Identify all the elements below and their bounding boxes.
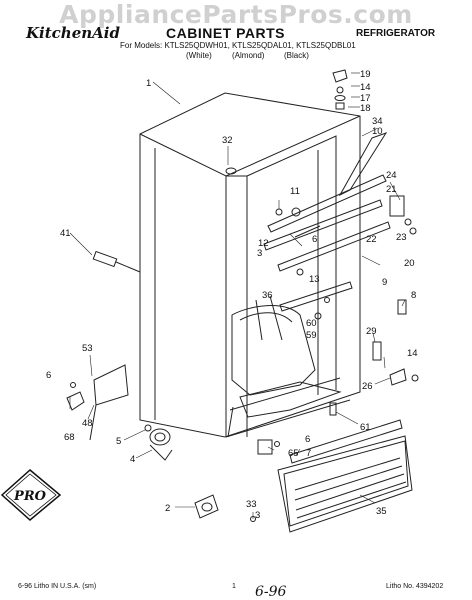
callout-29: 29 (366, 326, 377, 337)
base-grille (277, 419, 413, 533)
callout-5: 5 (116, 436, 121, 447)
callout-34: 34 (372, 116, 383, 127)
color-almond: (Almond) (232, 51, 265, 60)
callout-19: 19 (360, 69, 371, 80)
callout-2: 2 (165, 503, 170, 514)
callout-3: 3 (257, 248, 262, 259)
callout-4: 4 (130, 454, 135, 465)
footer-litho-number: Litho No. 4394202 (386, 583, 444, 590)
brand-logo: KitchenAid (26, 24, 120, 42)
callout-26: 26 (362, 381, 373, 392)
callout-33: 33 (246, 499, 257, 510)
callout-6-bottom: 6 (305, 434, 310, 445)
callout-53: 53 (82, 343, 93, 354)
callout-9: 9 (382, 277, 387, 288)
page-subtitle: REFRIGERATOR (356, 28, 436, 39)
callout-17: 17 (360, 93, 371, 104)
callout-32: 32 (222, 135, 233, 146)
callout-14: 14 (360, 82, 371, 93)
callout-labels: 1 19 14 17 18 34 10 32 11 24 21 22 12 6 … (46, 69, 418, 521)
cabinet-shell (139, 92, 361, 438)
pro-logo-text: PRO (13, 489, 47, 504)
callout-leaders (69, 72, 406, 519)
shelf-rails (263, 132, 391, 312)
callout-36: 36 (262, 290, 273, 301)
left-side-parts (66, 364, 129, 441)
footer-page-number: 1 (232, 583, 236, 590)
callout-20: 20 (404, 258, 415, 269)
pro-logo: PRO (0, 469, 62, 521)
callout-22: 22 (366, 234, 377, 245)
screws-and-fasteners (92, 207, 330, 522)
watermark: AppliancePartsPros.com (59, 0, 413, 29)
callout-3-bottom: 3 (255, 510, 260, 521)
callout-60: 60 (306, 318, 317, 329)
footer-litho: 6-96 Litho IN U.S.A. (sm) (18, 583, 97, 590)
page-title: CABINET PARTS (166, 25, 286, 41)
callout-10: 10 (372, 126, 383, 137)
callout-61: 61 (360, 422, 371, 433)
handwritten-note: 6-96 (255, 584, 287, 600)
callout-14-lower: 14 (407, 348, 418, 359)
color-white: (White) (186, 51, 212, 60)
callout-24: 24 (386, 170, 397, 181)
top-hinge-parts (225, 69, 348, 175)
models-line: For Models: KTLS25QDWH01, KTLS25QDAL01, … (120, 41, 356, 50)
callout-7: 7 (306, 448, 311, 459)
callout-48: 48 (82, 418, 93, 429)
callout-21: 21 (386, 184, 397, 195)
callout-35: 35 (376, 506, 387, 517)
callout-6-left: 6 (46, 370, 51, 381)
callout-6: 6 (312, 234, 317, 245)
callout-18: 18 (360, 103, 371, 114)
callout-12: 12 (258, 238, 269, 249)
color-black: (Black) (284, 51, 309, 60)
callout-59: 59 (306, 330, 317, 341)
callout-8: 8 (411, 290, 416, 301)
callout-13: 13 (309, 274, 320, 285)
caster-parts (149, 428, 219, 519)
callout-11: 11 (290, 186, 300, 197)
callout-1: 1 (146, 78, 151, 89)
interior-liner (229, 295, 342, 418)
callout-65: 65 (288, 448, 299, 459)
callout-41: 41 (60, 228, 71, 239)
center-hinge-parts (329, 195, 419, 416)
callout-68: 68 (64, 432, 75, 443)
callout-23: 23 (396, 232, 407, 243)
